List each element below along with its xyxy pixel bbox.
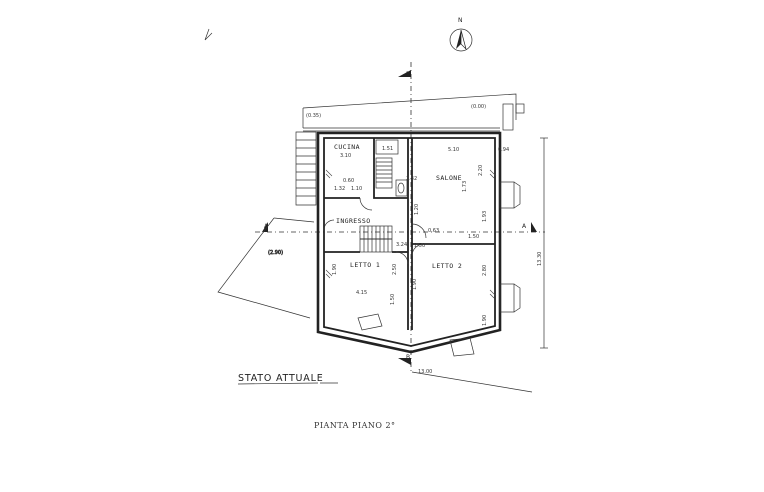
dim-mid-1: 1.50 <box>468 234 479 240</box>
dim-salone-h: 2.20 <box>478 165 484 176</box>
dim-side-2: 1.93 <box>482 211 488 222</box>
elevation-top-right: (0.00) <box>471 104 486 110</box>
dim-letto2-d: 1.50 <box>390 294 396 305</box>
dim-small-1: 0.60 <box>343 178 354 184</box>
section-b-top-label: B <box>406 71 410 78</box>
dim-kitchen-a: 1.51 <box>382 146 393 152</box>
dim-letto2-c: 1.90 <box>482 315 488 326</box>
dim-mid-2: 3.24 <box>396 242 407 248</box>
dim-letto1-h: 1.90 <box>332 264 338 275</box>
dim-mid-3: 1.50 <box>414 243 425 249</box>
dimension-lines <box>411 137 548 393</box>
north-arrow: N <box>449 17 473 52</box>
elevation-left: (2.90) <box>268 250 283 256</box>
right-balconies <box>499 181 521 313</box>
internal-stairs <box>359 225 393 253</box>
corner-tick <box>204 28 213 41</box>
external-stairs <box>295 131 317 206</box>
room-label-letto2: LETTO 2 <box>432 262 462 270</box>
dim-letto2-a: 1.90 <box>412 279 418 290</box>
terrace-outline: (0.35) (0.00) <box>302 93 525 132</box>
dim-small-2: 1.32 <box>334 186 345 192</box>
bathroom-area <box>375 139 408 197</box>
bottom-bays <box>357 313 475 357</box>
door-swings <box>323 197 427 265</box>
section-line-a: A A <box>255 222 545 233</box>
section-a-left-label: A <box>264 223 269 230</box>
dim-side-1: 1.73 <box>462 181 468 192</box>
dim-salone-w: 5.10 <box>448 147 459 153</box>
dim-letto2-b: 2.80 <box>482 265 488 276</box>
dim-small-3: 1.10 <box>351 186 362 192</box>
section-line-b: B B <box>398 62 412 372</box>
room-label-salone: SALONE <box>436 174 462 182</box>
caption-stato-text: STATO ATTUALE <box>238 373 324 384</box>
dim-side-3: 1.20 <box>414 204 420 215</box>
ground-slope: (2.90) <box>217 217 315 319</box>
section-a-right-label: A <box>522 223 527 230</box>
caption-stato: STATO ATTUALE <box>237 373 338 385</box>
north-label: N <box>458 17 463 24</box>
interior-walls <box>324 138 495 330</box>
dim-total-w: 13.00 <box>418 369 432 375</box>
elevation-top-left: (0.35) <box>306 113 321 119</box>
section-b-bottom-label: B <box>406 354 410 361</box>
dim-salone-r: 0.94 <box>498 147 509 153</box>
dim-total-h: 13.30 <box>537 252 543 266</box>
caption-pianta: PIANTA PIANO 2° <box>314 421 396 430</box>
dim-cucina-w: 3.10 <box>340 153 351 159</box>
room-label-ingresso: INGRESSO <box>336 217 371 225</box>
dim-letto1-v: 2.50 <box>392 264 398 275</box>
room-label-letto1: LETTO 1 <box>350 261 380 269</box>
dim-ingresso-r: 0.63 <box>428 228 439 234</box>
room-label-cucina: CUCINA <box>334 143 360 151</box>
dim-small-4: 2.32 <box>406 176 417 182</box>
wall-hatching <box>325 169 497 299</box>
outer-walls <box>316 131 502 354</box>
dim-letto1-w: 4.15 <box>356 290 367 296</box>
